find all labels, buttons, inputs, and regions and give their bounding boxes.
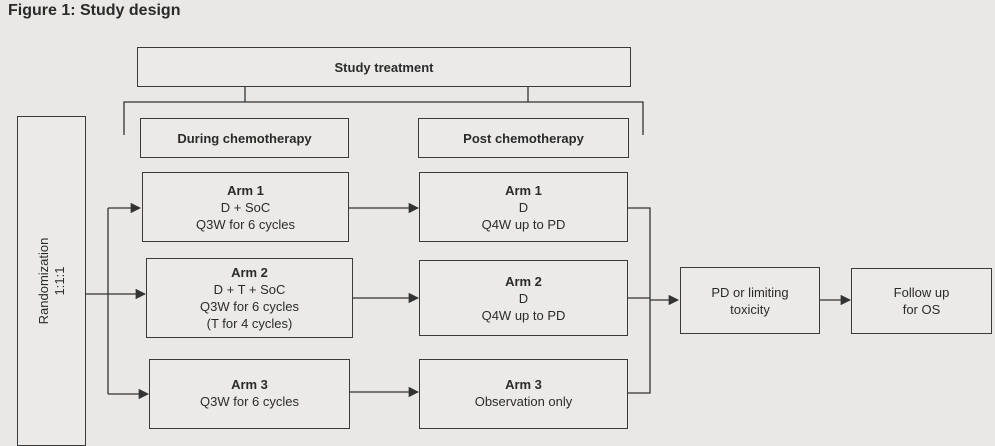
arm1-during-name: Arm 1 <box>227 182 264 198</box>
arm2-post-box: Arm 2 D Q4W up to PD <box>419 260 628 336</box>
randomization-text: Randomization <box>35 237 51 325</box>
arm1-post-box: Arm 1 D Q4W up to PD <box>419 172 628 242</box>
study-treatment-box: Study treatment <box>137 47 631 87</box>
randomization-box: Randomization 1:1:1 <box>17 116 86 446</box>
arm2-post-name: Arm 2 <box>505 273 542 289</box>
connector-lines <box>86 87 852 400</box>
arm2-during-line: D + T + SoC <box>213 282 286 297</box>
phase-during-box: During chemotherapy <box>140 118 349 158</box>
outcome-box: PD or limiting toxicity <box>680 267 820 334</box>
arm3-post-box: Arm 3 Observation only <box>419 359 628 429</box>
phase-post-box: Post chemotherapy <box>418 118 629 158</box>
follow-up-line: Follow up <box>893 285 950 300</box>
arm3-post-name: Arm 3 <box>505 377 542 392</box>
arm2-post-line: Q4W up to PD <box>481 307 566 323</box>
figure-title: Figure 1: Study design <box>8 2 181 19</box>
arm1-post-name: Arm 1 <box>505 182 542 198</box>
phase-during-label: During chemotherapy <box>177 130 312 146</box>
randomization-ratio: 1:1:1 <box>51 266 67 296</box>
arm3-during-name: Arm 3 <box>231 377 268 392</box>
arm1-during-box: Arm 1 D + SoC Q3W for 6 cycles <box>142 172 349 242</box>
arm2-during-line: (T for 4 cycles) <box>206 316 293 331</box>
arm3-post-line: Observation only <box>474 394 573 409</box>
outcome-line: toxicity <box>730 301 770 317</box>
arm1-during-line: D + SoC <box>220 199 271 215</box>
randomization-label: Randomization 1:1:1 <box>36 238 68 325</box>
outcome-line: PD or limiting <box>711 284 789 300</box>
arm2-during-name: Arm 2 <box>231 265 268 280</box>
follow-up-box: Follow up for OS <box>851 268 992 334</box>
arm3-during-box: Arm 3 Q3W for 6 cycles <box>149 359 350 429</box>
follow-up-line: for OS <box>902 302 941 317</box>
arm1-during-line: Q3W for 6 cycles <box>196 216 295 232</box>
arm1-post-line: Q4W up to PD <box>481 216 566 232</box>
arm2-during-line: Q3W for 6 cycles <box>200 299 299 314</box>
study-treatment-label: Study treatment <box>334 59 434 75</box>
arm2-during-box: Arm 2 D + T + SoC Q3W for 6 cycles (T fo… <box>146 258 353 338</box>
arm3-during-line: Q3W for 6 cycles <box>200 394 299 409</box>
arm2-post-line: D <box>518 290 529 306</box>
arm1-post-line: D <box>518 199 529 215</box>
phase-post-label: Post chemotherapy <box>463 130 584 146</box>
